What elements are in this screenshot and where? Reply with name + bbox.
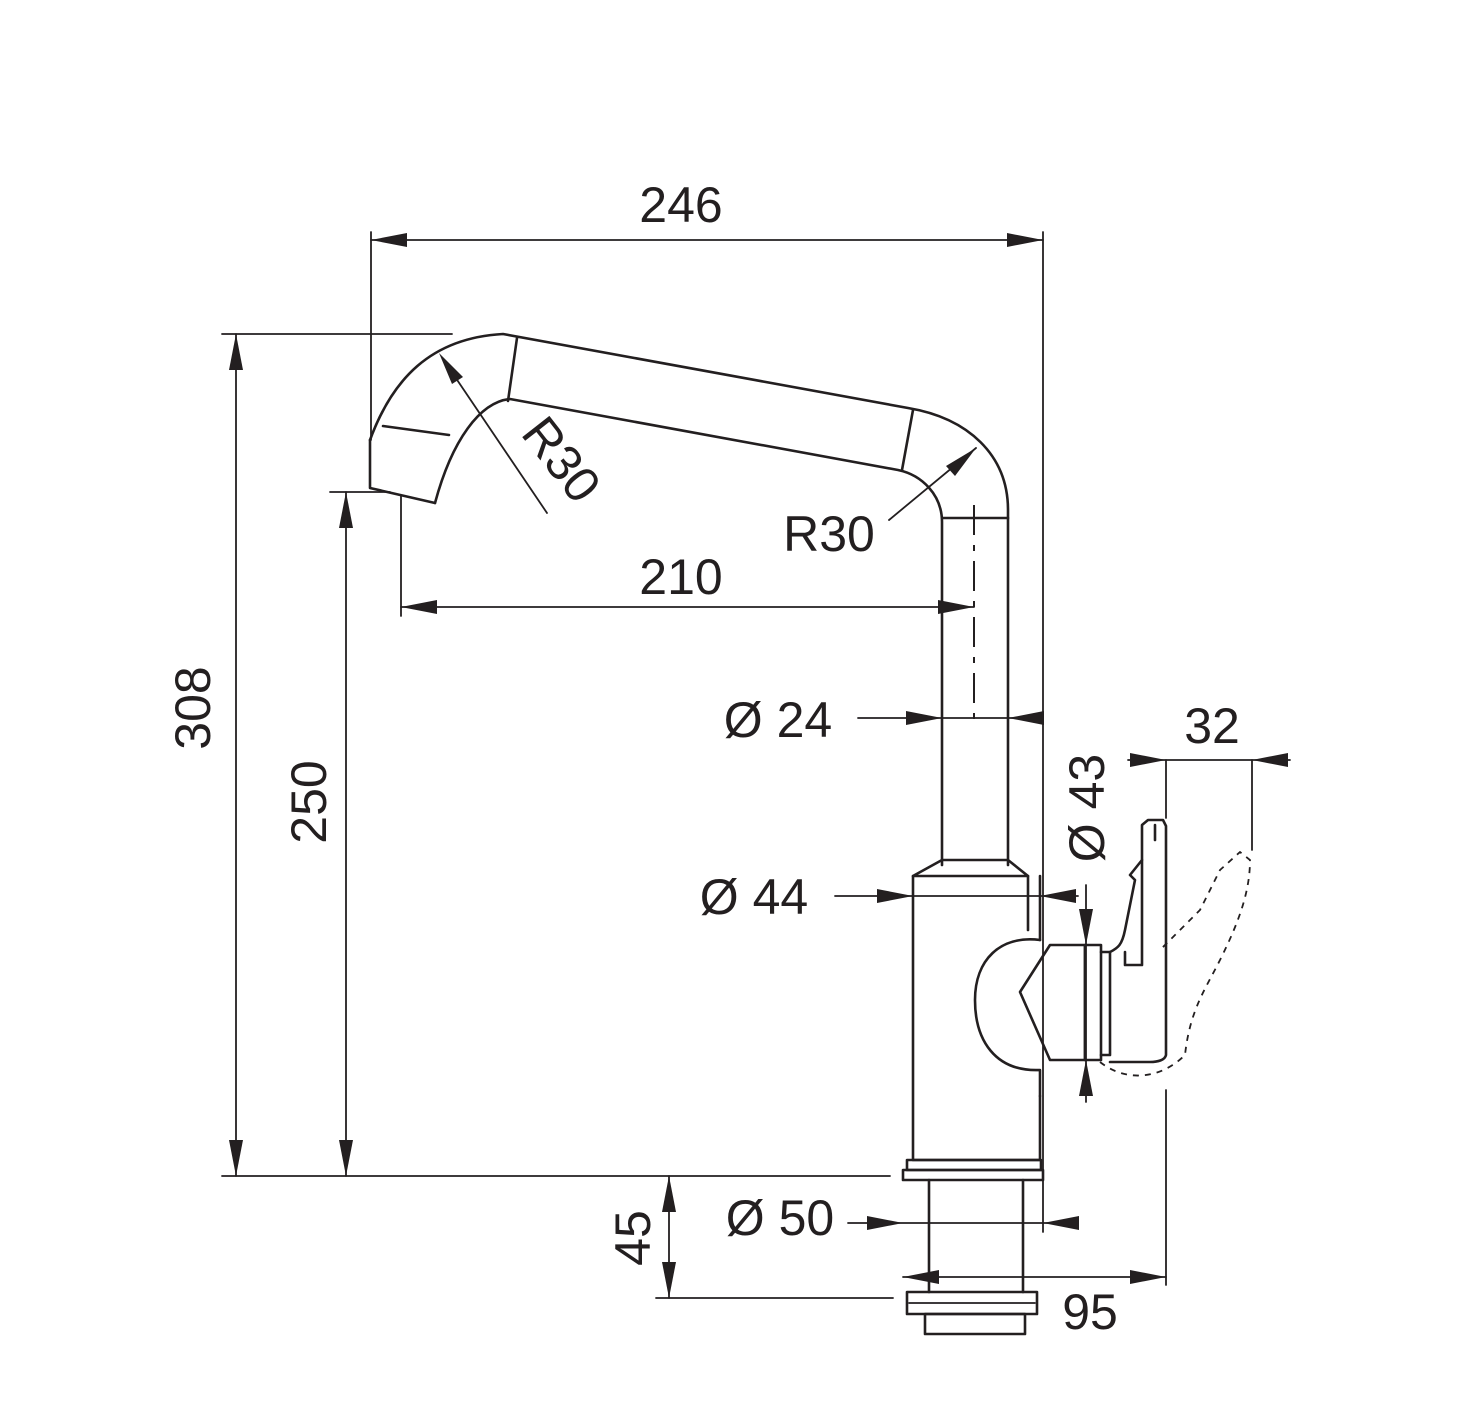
dim-bend-radius-body: R30 bbox=[783, 506, 875, 562]
dim-handle-diameter: Ø 43 bbox=[1059, 754, 1115, 862]
dim-handle-swing: 32 bbox=[1184, 698, 1240, 754]
dim-spout-reach: 210 bbox=[639, 549, 722, 605]
dim-spout-height: 250 bbox=[281, 760, 337, 843]
dim-tube-diameter: Ø 24 bbox=[724, 692, 832, 748]
dimension-lines bbox=[221, 231, 1291, 1299]
dim-base-diameter: Ø 50 bbox=[726, 1190, 834, 1246]
spout-seam-tip bbox=[381, 424, 451, 437]
spout-inner-contour bbox=[433, 397, 944, 867]
lever-handle-inner bbox=[1123, 823, 1157, 967]
dimension-labels: 246 308 250 210 R30 R30 Ø 24 Ø 44 Ø 43 3… bbox=[165, 177, 1240, 1340]
base-tail bbox=[923, 1312, 1027, 1336]
cartridge-flange bbox=[1083, 943, 1103, 1062]
cartridge-neck bbox=[1099, 950, 1112, 1057]
body-base-ring-bottom bbox=[901, 1168, 1045, 1182]
cartridge-inner bbox=[1018, 943, 1087, 1062]
dim-total-height: 308 bbox=[165, 666, 221, 749]
dim-body-diameter: Ø 44 bbox=[700, 869, 808, 925]
lever-handle-open-position bbox=[1099, 850, 1251, 1077]
base-connector bbox=[927, 1178, 1025, 1294]
spout-tip bbox=[368, 438, 437, 505]
upper-collar bbox=[911, 858, 1030, 878]
spout-outer-contour bbox=[368, 332, 1010, 867]
dim-total-width: 246 bbox=[639, 177, 722, 233]
cartridge-housing bbox=[973, 938, 1042, 1098]
dim-base-height: 45 bbox=[605, 1210, 661, 1266]
faucet-outline bbox=[368, 332, 1251, 1336]
spout-seam-upper bbox=[506, 336, 519, 403]
dim-base-depth: 95 bbox=[1062, 1284, 1118, 1340]
lever-handle bbox=[1108, 818, 1168, 1064]
spout-seam-elbow bbox=[900, 408, 915, 472]
body-base-ring-top bbox=[905, 1158, 1043, 1172]
dim-bend-radius-spout: R30 bbox=[511, 406, 612, 513]
